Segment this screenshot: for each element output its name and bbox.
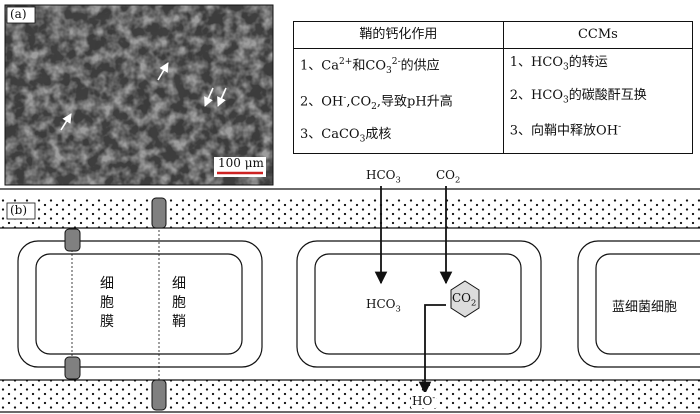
calcification-item-2: 2、OH-,CO2,导致pH升高 (300, 92, 453, 112)
table-header-calcification: 鞘的钙化作用 (293, 21, 504, 49)
arrow-marker (217, 87, 227, 107)
oh-release-arrow (418, 304, 446, 395)
panel-b-label: (b) (10, 203, 28, 217)
calcification-item-1: 1、Ca2+和CO32-的供应 (300, 57, 440, 76)
micrograph-panel (4, 4, 274, 186)
cell-sheath-label: 细胞鞘 (172, 276, 186, 330)
table-header-ccms: CCMs (502, 21, 694, 49)
calcification-item-3: 3、CaCO3成核 (300, 126, 392, 145)
cell-membrane-outline (595, 253, 700, 355)
cell-membrane-outline (314, 253, 522, 355)
ccms-item-2: 2、HCO3的碳酸酐互换 (509, 87, 647, 106)
co2-outside-label: CO2 (436, 168, 461, 185)
cyanobacteria-cell-label: 蓝细菌细胞 (612, 300, 678, 315)
ccms-item-1: 1、HCO3的转运 (509, 55, 608, 73)
sheath-band-top (0, 198, 700, 228)
hco3-inside-label: HCO3 (366, 297, 401, 314)
arrow-marker (204, 87, 214, 107)
cell-membrane-label: 细胞膜 (100, 276, 114, 330)
cell-membrane-outline (35, 253, 243, 355)
sheath-band-bottom (0, 380, 700, 410)
ho-release-label: HO- (411, 392, 437, 408)
arrow-marker (60, 113, 72, 131)
co2-inside-label: CO2 (452, 291, 477, 308)
ccms-list: 1、HCO3的转运 2、HCO3的碳酸酐互换 3、向鞘中释放OH- (502, 47, 694, 155)
schematic-panel (0, 186, 700, 413)
mechanism-table: 鞘的钙化作用 CCMs 1、Ca2+和CO32-的供应 2、OH-,CO2,导致… (293, 21, 694, 155)
co2-hexagon (450, 280, 480, 318)
ccms-item-3: 3、向鞘中释放OH- (509, 122, 622, 139)
membrane-channel (64, 228, 81, 252)
hco3-outside-label: HCO3 (366, 168, 401, 185)
sheath-channel (151, 197, 167, 229)
calcification-list: 1、Ca2+和CO32-的供应 2、OH-,CO2,导致pH升高 3、CaCO3… (293, 47, 504, 155)
panel-a-label: (a) (10, 7, 27, 21)
sheath-channel (151, 379, 167, 411)
arrow-marker (157, 62, 169, 81)
membrane-channel (64, 356, 81, 380)
scale-bar-label: 100 μm (218, 156, 264, 170)
